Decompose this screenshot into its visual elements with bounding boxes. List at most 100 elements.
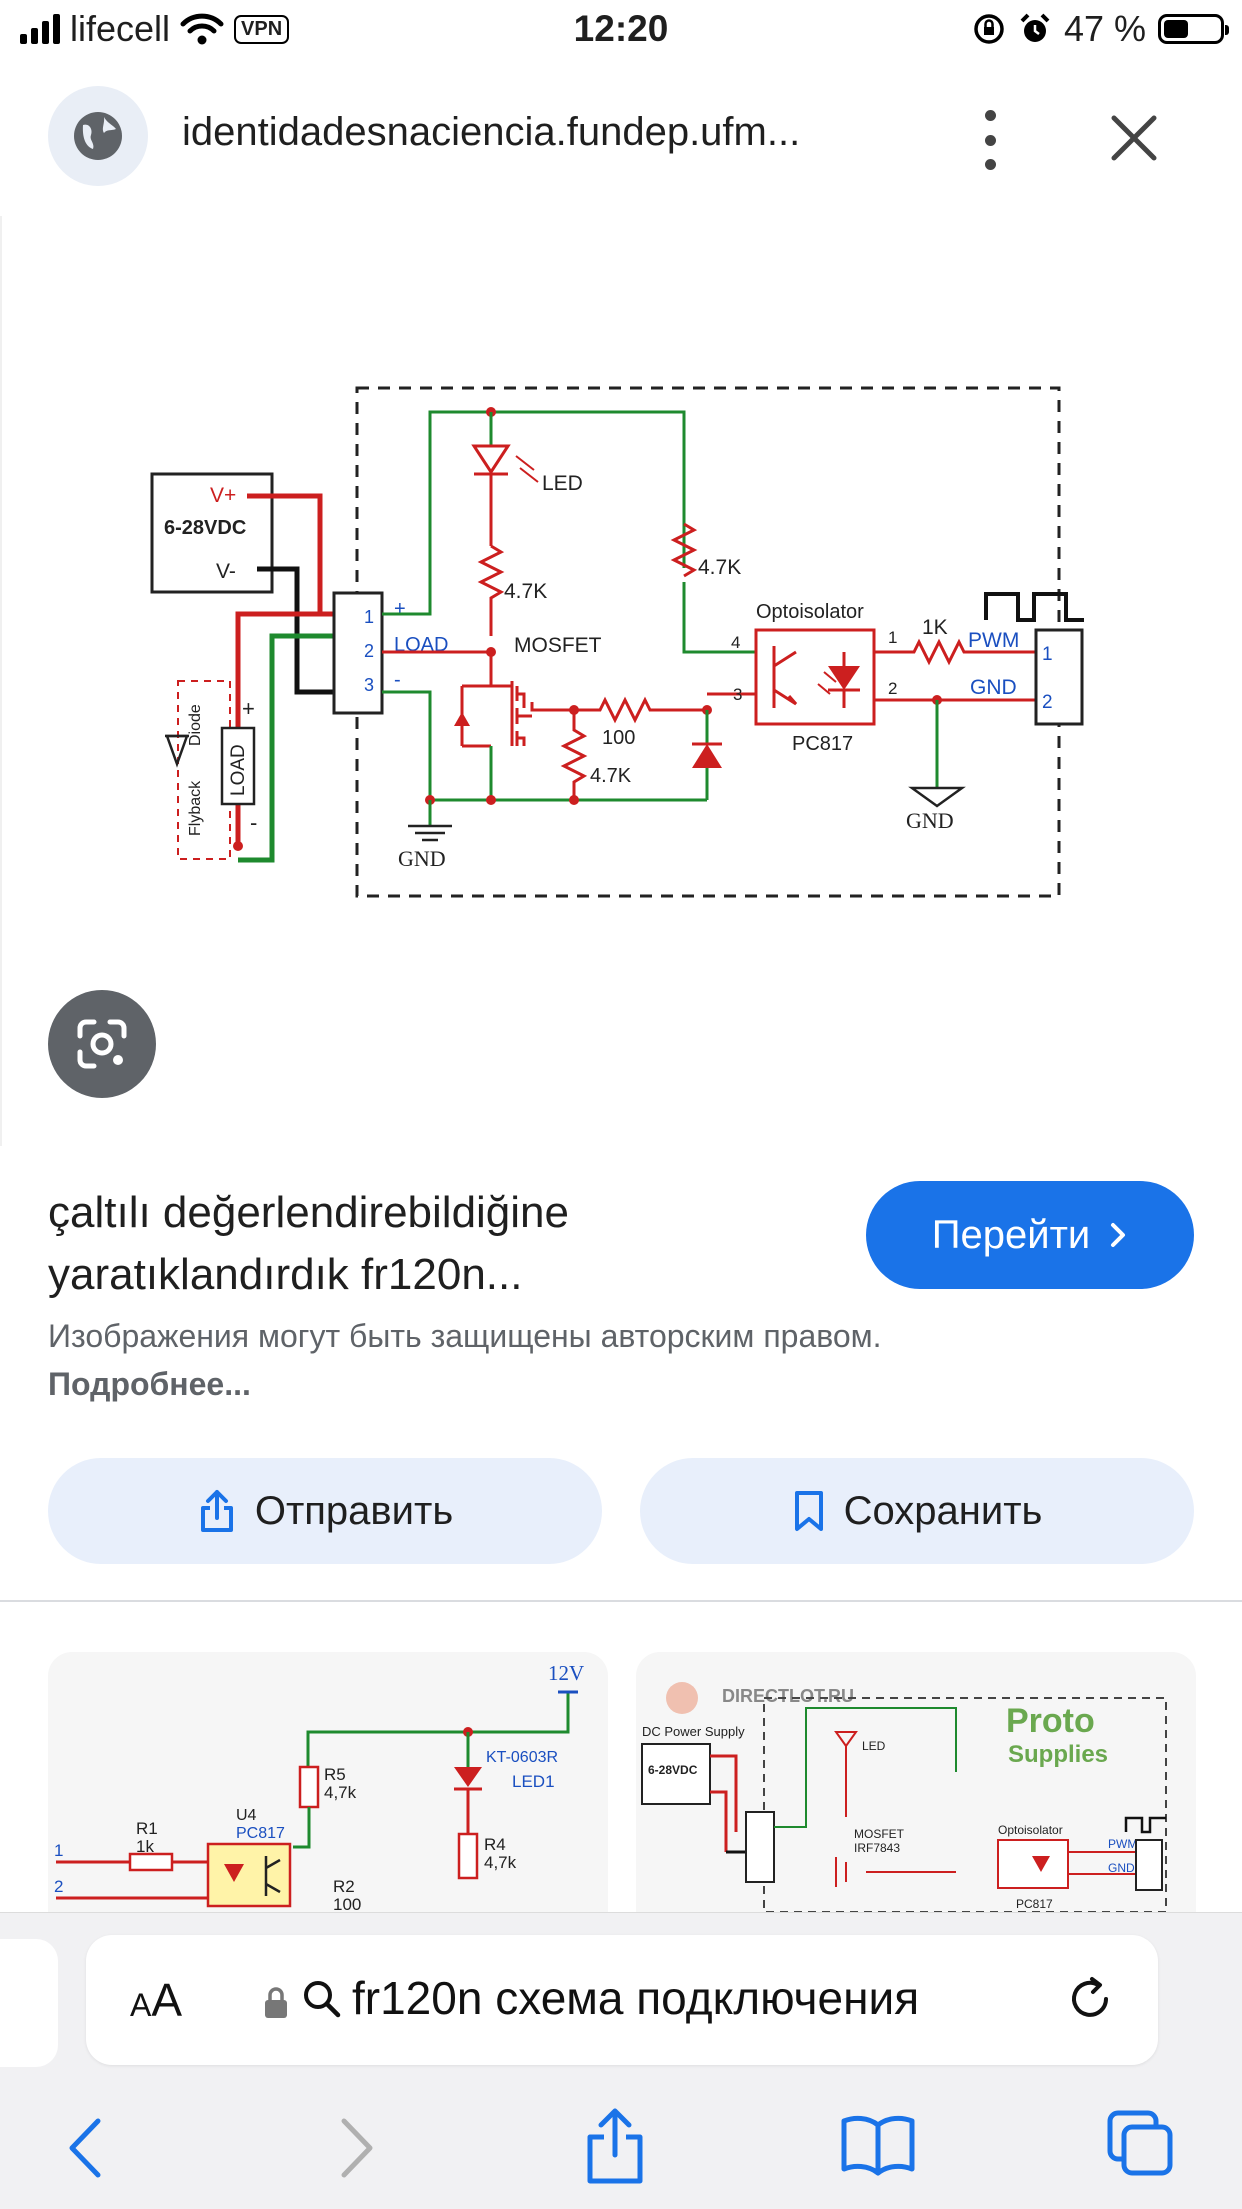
- opto-pin-2: 2: [888, 679, 897, 698]
- opto-pin-4: 4: [731, 633, 740, 652]
- opto-pin-1: 1: [888, 628, 897, 647]
- alarm-icon: [1020, 13, 1050, 42]
- chevron-right-icon: [1111, 1223, 1126, 1247]
- right-conn-pin-1: 1: [1042, 644, 1053, 665]
- thumb2-mosfet: MOSFET: [854, 1827, 905, 1841]
- share-icon: [200, 1490, 233, 1532]
- back-icon[interactable]: [62, 2113, 112, 2183]
- thumb2-led: LED: [862, 1739, 886, 1753]
- conn-pin-1: 1: [364, 607, 374, 627]
- lock-icon: [265, 1987, 287, 2018]
- search-query: fr120n схема подключения: [352, 1972, 920, 2024]
- lens-icon: [77, 1019, 127, 1069]
- share-button[interactable]: Отправить: [48, 1458, 602, 1564]
- label-load-box: LOAD: [228, 744, 249, 796]
- label-gnd-right: GND: [906, 808, 954, 833]
- label-mosfet: MOSFET: [514, 634, 602, 657]
- mosfet-schematic: V+ 6-28VDC V- Diode Flyback LOAD + - 1 2…: [150, 386, 1084, 898]
- globe-icon: [74, 112, 122, 160]
- thumb1-pin1: 1: [54, 1841, 63, 1860]
- conn-pin-2: 2: [364, 641, 374, 661]
- label-gnd-left: GND: [398, 846, 446, 871]
- label-r-led: 4.7K: [504, 580, 547, 603]
- thumb1-r1v: 1k: [136, 1837, 154, 1856]
- site-favicon[interactable]: [48, 86, 148, 186]
- tabs-icon[interactable]: [1104, 2107, 1176, 2179]
- thumb1-pin2: 2: [54, 1877, 63, 1896]
- conn-plus: +: [394, 598, 406, 620]
- browser-toolbar: AA fr120n схема подключения: [0, 1912, 1242, 2209]
- label-pwm: PWM: [968, 629, 1019, 652]
- section-divider: [0, 1600, 1242, 1602]
- more-options-icon[interactable]: [972, 110, 1008, 170]
- thumb2-irf: IRF7843: [854, 1841, 900, 1855]
- status-bar: lifecell VPN 12:20 47 %: [0, 0, 1242, 62]
- wifi-icon: [180, 13, 224, 45]
- label-pc817: PC817: [792, 733, 853, 755]
- label-r100: 100: [602, 727, 635, 749]
- thumb1-r5: R5: [324, 1765, 346, 1784]
- thumb1-12v: 12V: [548, 1661, 584, 1685]
- result-title[interactable]: çaltılı değerlendirebildiğine yaratıklan…: [48, 1182, 868, 1306]
- thumb2-supplies: Supplies: [1008, 1741, 1108, 1768]
- label-opto: Optoisolator: [756, 601, 864, 623]
- save-label: Сохранить: [843, 1488, 1043, 1533]
- opto-pin-3: 3: [733, 685, 742, 704]
- result-title-line1: çaltılı değerlendirebildiğine: [48, 1188, 569, 1237]
- result-image[interactable]: V+ 6-28VDC V- Diode Flyback LOAD + - 1 2…: [0, 216, 1242, 1146]
- label-gnd-in: GND: [970, 676, 1017, 699]
- go-button[interactable]: Перейти: [866, 1181, 1194, 1289]
- thumb1-r5v: 4,7k: [324, 1783, 357, 1802]
- go-button-label: Перейти: [931, 1212, 1091, 1257]
- bookmarks-icon[interactable]: [838, 2111, 918, 2177]
- vpn-badge: VPN: [234, 14, 290, 44]
- label-v-plus: V+: [210, 484, 236, 507]
- thumb2-gnd: GND: [1108, 1861, 1135, 1875]
- address-bar[interactable]: AA fr120n схема подключения: [86, 1935, 1158, 2065]
- forward-icon[interactable]: [330, 2113, 380, 2183]
- thumb1-r2: R2: [333, 1877, 355, 1896]
- site-title[interactable]: identidadesnaciencia.fundep.ufm...: [182, 110, 801, 154]
- close-icon[interactable]: [1108, 112, 1160, 164]
- reader-settings-button[interactable]: AA: [130, 1973, 182, 2027]
- thumb2-proto: Proto: [1006, 1702, 1095, 1740]
- label-v-minus: V-: [216, 560, 236, 583]
- label-load-minus: -: [250, 810, 257, 835]
- orientation-lock-icon: [974, 14, 1004, 44]
- label-r-1k: 1K: [922, 616, 948, 639]
- thumb1-u4: U4: [236, 1807, 257, 1824]
- label-flyback: Flyback: [187, 780, 204, 836]
- save-button[interactable]: Сохранить: [640, 1458, 1194, 1564]
- battery-icon: [1158, 14, 1229, 44]
- thumb2-pwm: PWM: [1108, 1837, 1137, 1851]
- bookmark-icon: [794, 1491, 823, 1531]
- battery-percent: 47 %: [1063, 8, 1146, 49]
- carrier-name: lifecell: [70, 8, 171, 49]
- google-lens-button[interactable]: [48, 990, 156, 1098]
- viewer-header: identidadesnaciencia.fundep.ufm...: [0, 80, 1242, 200]
- thumb2-vdc: 6-28VDC: [648, 1763, 698, 1777]
- thumb1-schematic: 12V R5 4,7k KT-0603R LED1 R4 4,7k R1 1k …: [54, 1661, 584, 1912]
- more-info-link[interactable]: Подробнее...: [48, 1366, 251, 1402]
- conn-pin-3: 3: [364, 675, 374, 695]
- related-image-1[interactable]: 12V R5 4,7k KT-0603R LED1 R4 4,7k R1 1k …: [48, 1652, 608, 1912]
- thumb2-opto: Optoisolator: [998, 1823, 1063, 1837]
- search-icon: [304, 1981, 341, 2018]
- thumb2-dcps: DC Power Supply: [642, 1724, 745, 1739]
- share-sheet-icon[interactable]: [582, 2105, 648, 2187]
- result-title-line2: yaratıklandırdık fr120n...: [48, 1250, 523, 1299]
- thumb1-r4v: 4,7k: [484, 1853, 517, 1872]
- label-r-pull: 4.7K: [698, 556, 741, 579]
- label-diode: Diode: [187, 704, 204, 746]
- share-label: Отправить: [254, 1488, 454, 1533]
- copyright-text: Изображения могут быть защищены авторски…: [48, 1318, 882, 1354]
- cellular-signal-icon: [20, 14, 60, 44]
- related-image-2[interactable]: DIRECTLOT.RU DC Power Supply 6-28VDC LED…: [636, 1652, 1196, 1912]
- conn-minus: -: [394, 669, 401, 691]
- previous-tab-preview[interactable]: [0, 1939, 58, 2067]
- thumb2-pc817: PC817: [1016, 1897, 1053, 1911]
- copyright-notice: Изображения могут быть защищены авторски…: [48, 1312, 908, 1408]
- thumb1-kt: KT-0603R: [486, 1749, 558, 1766]
- clock: 12:20: [573, 8, 669, 49]
- reload-icon[interactable]: [1062, 1971, 1118, 2027]
